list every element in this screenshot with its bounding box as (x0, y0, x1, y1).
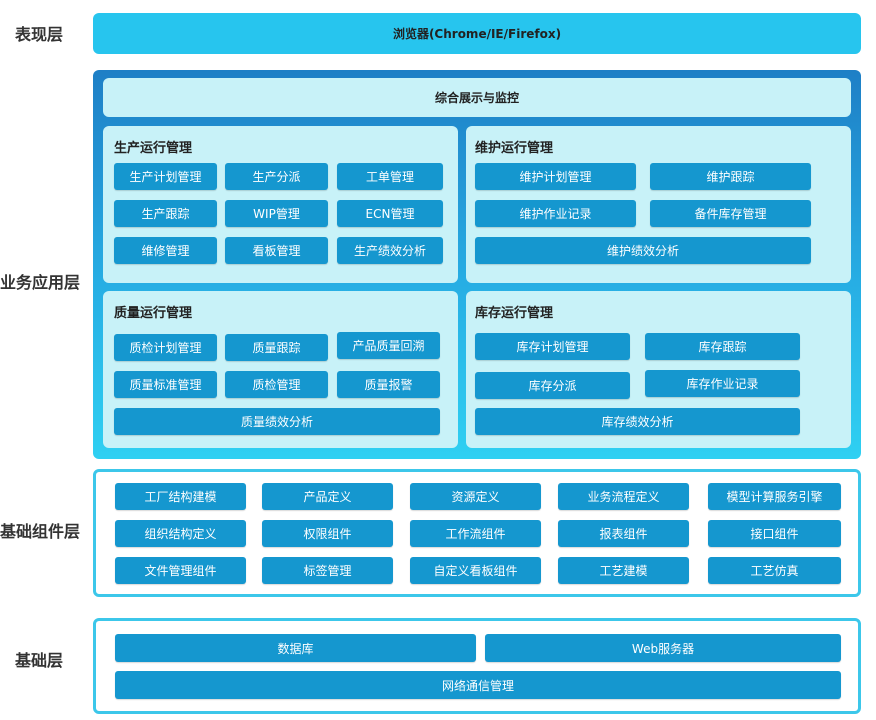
component-item[interactable]: 工艺建模 (558, 557, 689, 584)
inventory-item[interactable]: 库存分派 (475, 372, 630, 399)
maintenance-item[interactable]: 维护计划管理 (475, 163, 636, 190)
maintenance-panel: 维护运行管理 维护计划管理 维护跟踪 维护作业记录 备件库存管理 维护绩效分析 (466, 126, 851, 283)
maintenance-panel-title: 维护运行管理 (475, 141, 554, 156)
component-item[interactable]: 工作流组件 (410, 520, 541, 547)
quality-item[interactable]: 质检计划管理 (114, 334, 217, 361)
inventory-item[interactable]: 库存作业记录 (645, 370, 800, 397)
foundation-layer-container: 数据库 Web服务器 网络通信管理 (93, 618, 861, 714)
foundation-item-network[interactable]: 网络通信管理 (115, 671, 841, 699)
maintenance-item[interactable]: 维护绩效分析 (475, 237, 811, 264)
browser-bar: 浏览器(Chrome/IE/Firefox) (93, 13, 861, 54)
production-item[interactable]: 工单管理 (337, 163, 443, 190)
layer-label-presentation: 表现层 (15, 25, 64, 44)
component-item[interactable]: 组织结构定义 (115, 520, 246, 547)
layer-label-business: 业务应用层 (0, 273, 81, 292)
layer-label-foundation: 基础层 (15, 651, 64, 670)
quality-item[interactable]: 质量标准管理 (114, 371, 217, 398)
foundation-item-database[interactable]: 数据库 (115, 634, 476, 662)
quality-item[interactable]: 质量报警 (337, 371, 440, 398)
component-item[interactable]: 权限组件 (262, 520, 393, 547)
production-item[interactable]: 生产计划管理 (114, 163, 217, 190)
quality-item[interactable]: 质检管理 (225, 371, 328, 398)
component-item[interactable]: 产品定义 (262, 483, 393, 510)
maintenance-item[interactable]: 维护作业记录 (475, 200, 636, 227)
component-item[interactable]: 模型计算服务引擎 (708, 483, 841, 510)
production-item[interactable]: ECN管理 (337, 200, 443, 227)
maintenance-item[interactable]: 维护跟踪 (650, 163, 811, 190)
production-item[interactable]: 维修管理 (114, 237, 217, 264)
production-item[interactable]: 生产跟踪 (114, 200, 217, 227)
quality-item[interactable]: 产品质量回溯 (337, 332, 440, 359)
inventory-item[interactable]: 库存计划管理 (475, 333, 630, 360)
inventory-item[interactable]: 库存跟踪 (645, 333, 800, 360)
quality-item[interactable]: 质量跟踪 (225, 334, 328, 361)
component-item[interactable]: 自定义看板组件 (410, 557, 541, 584)
production-item[interactable]: 生产绩效分析 (337, 237, 443, 264)
component-item[interactable]: 资源定义 (410, 483, 541, 510)
inventory-panel: 库存运行管理 库存计划管理 库存跟踪 库存分派 库存作业记录 库存绩效分析 (466, 291, 851, 448)
inventory-panel-title: 库存运行管理 (475, 306, 554, 321)
quality-panel-title: 质量运行管理 (114, 306, 193, 321)
quality-item[interactable]: 质量绩效分析 (114, 408, 440, 435)
quality-panel: 质量运行管理 质检计划管理 质量跟踪 产品质量回溯 质量标准管理 质检管理 质量… (103, 291, 458, 448)
production-panel: 生产运行管理 生产计划管理 生产分派 工单管理 生产跟踪 WIP管理 ECN管理… (103, 126, 458, 283)
production-panel-title: 生产运行管理 (114, 141, 193, 156)
monitor-bar: 综合展示与监控 (103, 78, 851, 117)
production-item[interactable]: WIP管理 (225, 200, 328, 227)
component-item[interactable]: 工艺仿真 (708, 557, 841, 584)
business-layer-container: 综合展示与监控 生产运行管理 生产计划管理 生产分派 工单管理 生产跟踪 WIP… (93, 70, 861, 459)
component-item[interactable]: 接口组件 (708, 520, 841, 547)
components-layer-container: 工厂结构建模 产品定义 资源定义 业务流程定义 模型计算服务引擎 组织结构定义 … (93, 469, 861, 597)
layer-label-components: 基础组件层 (0, 522, 81, 541)
production-item[interactable]: 生产分派 (225, 163, 328, 190)
production-item[interactable]: 看板管理 (225, 237, 328, 264)
component-item[interactable]: 业务流程定义 (558, 483, 689, 510)
foundation-item-web-server[interactable]: Web服务器 (485, 634, 841, 662)
component-item[interactable]: 文件管理组件 (115, 557, 246, 584)
component-item[interactable]: 标签管理 (262, 557, 393, 584)
component-item[interactable]: 工厂结构建模 (115, 483, 246, 510)
maintenance-item[interactable]: 备件库存管理 (650, 200, 811, 227)
component-item[interactable]: 报表组件 (558, 520, 689, 547)
inventory-item[interactable]: 库存绩效分析 (475, 408, 800, 435)
